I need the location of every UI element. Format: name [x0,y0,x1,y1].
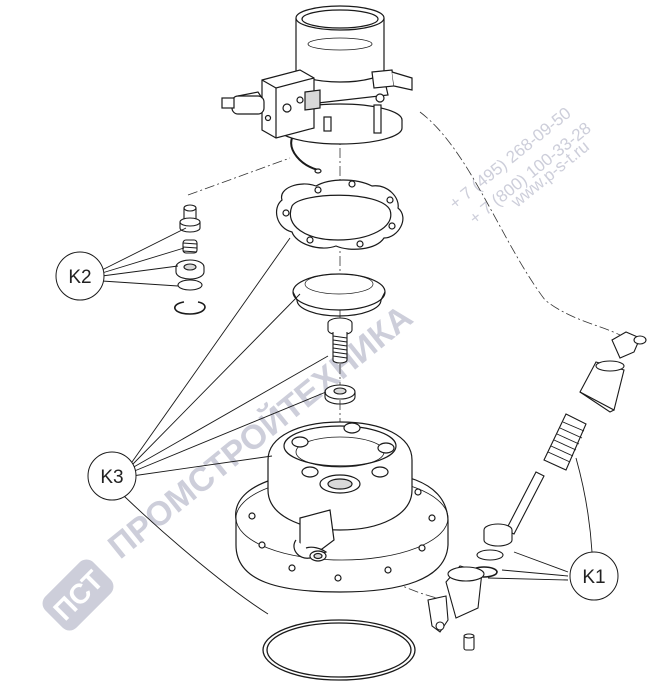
diaphragm-gasket [275,179,404,250]
washer [324,384,356,405]
diaphragm-disc [292,273,386,317]
top-housing [221,5,413,174]
callout-k1-label: K1 [582,567,605,588]
watermark-logo: ПСТ [42,559,114,631]
callout-k3: K3 [87,451,137,501]
k1-parts [427,331,647,651]
leader-lines [101,227,593,615]
top-lugs [291,422,395,478]
lower-housing [235,421,449,593]
k1-bellows [543,413,587,471]
k2-parts [174,204,206,315]
piston-rod [327,317,353,364]
callout-k2: K2 [55,251,105,301]
flange-bolt-holes [248,488,436,582]
gasket-bolt-holes [282,180,396,248]
k2-spring [182,239,198,254]
callout-k2-label: K2 [68,267,91,288]
large-o-ring [262,619,416,681]
callout-k3-label: K3 [100,467,123,488]
callout-k1: K1 [569,551,619,601]
